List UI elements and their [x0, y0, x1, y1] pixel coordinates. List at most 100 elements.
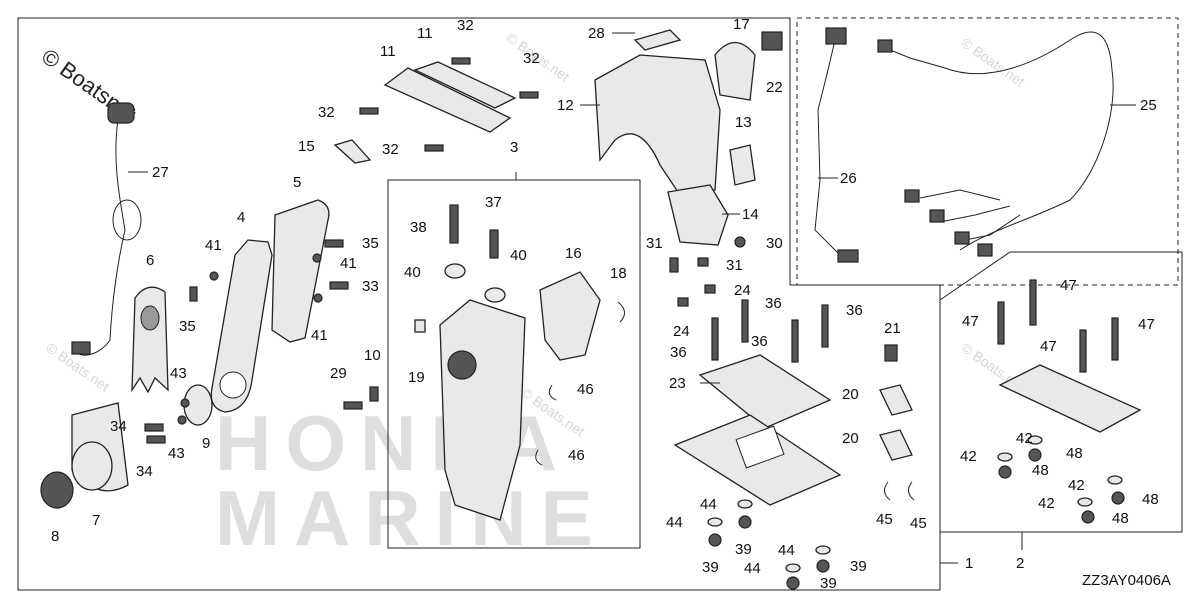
part-45-clip — [884, 481, 891, 501]
callout-20: 20 — [842, 386, 859, 403]
callout-40: 40 — [404, 264, 421, 281]
callout-48d: 48 — [1112, 510, 1129, 527]
part-17-frame — [714, 41, 756, 101]
callout-numbers: 1 2 3 4 5 6 7 8 9 10 11 11 12 13 14 15 1… — [51, 16, 1159, 592]
callout-37: 37 — [485, 194, 502, 211]
callout-47: 47 — [1060, 277, 1077, 294]
group-frame-1 — [17, 17, 941, 591]
callout-39c: 39 — [850, 558, 867, 575]
diagram-code: ZZ3AY0406A — [1082, 572, 1171, 589]
part-47-bolts — [997, 279, 1119, 373]
leader-lines — [128, 32, 1136, 384]
part-40-nut — [444, 263, 466, 279]
callout-45: 45 — [876, 511, 893, 528]
callout-1: 1 — [965, 555, 973, 572]
callout-39b: 39 — [702, 559, 719, 576]
callout-44b: 44 — [666, 514, 683, 531]
callout-29: 29 — [330, 365, 347, 382]
part-28-cap — [633, 29, 682, 51]
callout-34b: 34 — [136, 463, 153, 480]
callout-44d: 44 — [744, 560, 761, 577]
part-6-cover — [131, 286, 169, 394]
part-27-harness — [71, 102, 142, 356]
callout-23: 23 — [669, 375, 686, 392]
part-20-block — [879, 384, 913, 416]
callout-44: 44 — [700, 496, 717, 513]
group-frame-3 — [387, 179, 641, 549]
callout-20b: 20 — [842, 430, 859, 447]
part-43-washer — [180, 398, 190, 408]
callout-22: 22 — [766, 79, 783, 96]
callout-36c: 36 — [751, 333, 768, 350]
callout-43: 43 — [170, 365, 187, 382]
callout-35b: 35 — [362, 235, 379, 252]
callout-19: 19 — [408, 369, 425, 386]
callout-10: 10 — [364, 347, 381, 364]
brand-watermark-marine: MARINE — [215, 474, 607, 562]
callout-30: 30 — [766, 235, 783, 252]
callout-11b: 11 — [417, 25, 433, 42]
callout-36b: 36 — [846, 302, 863, 319]
part-20-block — [879, 429, 913, 461]
part-13-cover — [729, 144, 756, 186]
callout-26: 26 — [840, 170, 857, 187]
callout-47b: 47 — [962, 313, 979, 330]
callout-43b: 43 — [168, 445, 185, 462]
callout-15: 15 — [298, 138, 315, 155]
callout-48b: 48 — [1032, 462, 1049, 479]
part-22-switch — [761, 31, 783, 51]
part-12-housing — [594, 54, 721, 196]
callout-41c: 41 — [311, 327, 328, 344]
part-4-hub — [219, 371, 247, 399]
callout-41: 41 — [205, 237, 222, 254]
callout-24b: 24 — [673, 323, 690, 340]
watermark: © Boatsnet © Boats.net © Boats.net © Boa… — [37, 29, 1028, 562]
part-11-bracket — [413, 61, 517, 109]
callout-32: 32 — [457, 17, 474, 34]
callout-18: 18 — [610, 265, 627, 282]
callout-47c: 47 — [1138, 316, 1155, 333]
callout-44c: 44 — [778, 542, 795, 559]
part-2-plate — [998, 364, 1142, 433]
callout-33: 33 — [362, 278, 379, 295]
callout-21: 21 — [884, 320, 901, 337]
callout-38: 38 — [410, 219, 427, 236]
part-14-bracket — [667, 184, 729, 246]
callout-14: 14 — [742, 206, 759, 223]
callout-41b: 41 — [340, 255, 357, 272]
callout-36: 36 — [765, 295, 782, 312]
part-19-pin — [414, 319, 426, 333]
part-15-clip — [333, 139, 372, 164]
part-46-clip — [548, 384, 557, 401]
callout-24: 24 — [734, 282, 751, 299]
callout-35: 35 — [179, 318, 196, 335]
callout-36d: 36 — [670, 344, 687, 361]
callout-16: 16 — [565, 245, 582, 262]
part-25-harness — [877, 31, 1114, 257]
callout-46: 46 — [577, 381, 594, 398]
callout-25: 25 — [1140, 97, 1157, 114]
callout-6: 6 — [146, 252, 154, 269]
callout-3: 3 — [510, 139, 518, 156]
part-6-hole — [140, 305, 160, 331]
callout-39d: 39 — [820, 575, 837, 592]
part-38-stud — [449, 204, 459, 244]
part-42-48-nuts — [997, 435, 1125, 524]
callout-9: 9 — [202, 435, 210, 452]
part-40-nut — [484, 287, 506, 303]
callout-13: 13 — [735, 114, 752, 131]
callout-48: 48 — [1066, 445, 1083, 462]
part-37-stud — [489, 229, 499, 259]
callout-42d: 42 — [1038, 495, 1055, 512]
part-7-ring — [71, 441, 113, 491]
callout-42: 42 — [1016, 430, 1033, 447]
callout-2: 2 — [1016, 555, 1024, 572]
group-frame-2 — [939, 251, 1183, 533]
nuts-washers — [707, 499, 831, 590]
callout-5: 5 — [293, 174, 301, 191]
callout-34: 34 — [110, 418, 127, 435]
callout-32c: 32 — [318, 104, 335, 121]
group-frame-harness — [796, 17, 1179, 286]
part-32-screws — [359, 57, 539, 152]
part-11-bracket — [383, 67, 512, 133]
